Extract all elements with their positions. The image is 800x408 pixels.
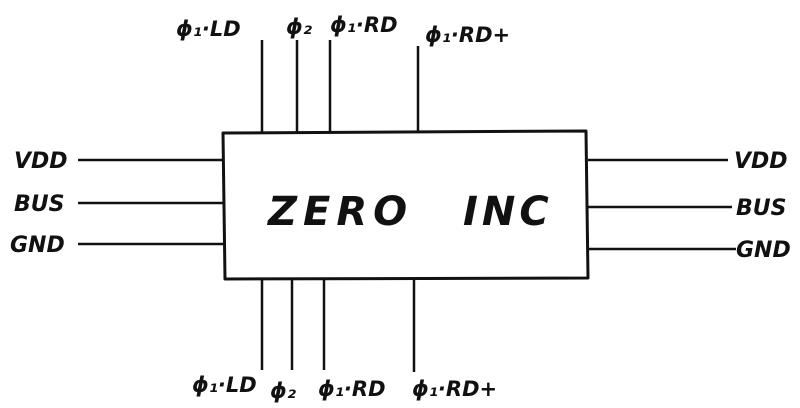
top-phi1-rd-label: ϕ₁·RD <box>330 13 398 37</box>
bottom-phi1-rd-plus-label: ϕ₁·RD+ <box>412 377 497 401</box>
bottom-phi1-ld-label: ϕ₁·LD <box>192 373 257 397</box>
bottom-pins: ϕ₁·LD ϕ₂ ϕ₁·RD ϕ₁·RD+ <box>192 279 497 403</box>
left-gnd-label: GND <box>10 233 65 258</box>
bottom-phi2-label: ϕ₂ <box>270 379 297 403</box>
right-gnd-label: GND <box>736 238 791 263</box>
right-pins: VDD BUS GND <box>588 149 791 263</box>
top-pins: ϕ₁·LD ϕ₂ ϕ₁·RD ϕ₁·RD+ <box>176 13 510 133</box>
top-phi2-label: ϕ₂ <box>286 15 313 39</box>
zero-inc-block: ZERO INC <box>221 129 590 281</box>
bottom-phi1-rd-label: ϕ₁·RD <box>318 377 386 401</box>
top-phi1-ld-label: ϕ₁·LD <box>176 17 241 41</box>
left-bus-label: BUS <box>14 192 64 217</box>
right-vdd-label: VDD <box>734 149 788 174</box>
left-pins: VDD BUS GND <box>10 149 223 258</box>
block-title-right: INC <box>463 189 553 235</box>
left-vdd-label: VDD <box>14 149 68 174</box>
top-phi1-rd-plus-label: ϕ₁·RD+ <box>425 23 510 47</box>
right-bus-label: BUS <box>736 196 786 221</box>
block-outline <box>221 129 590 281</box>
block-title-left: ZERO <box>266 189 413 235</box>
